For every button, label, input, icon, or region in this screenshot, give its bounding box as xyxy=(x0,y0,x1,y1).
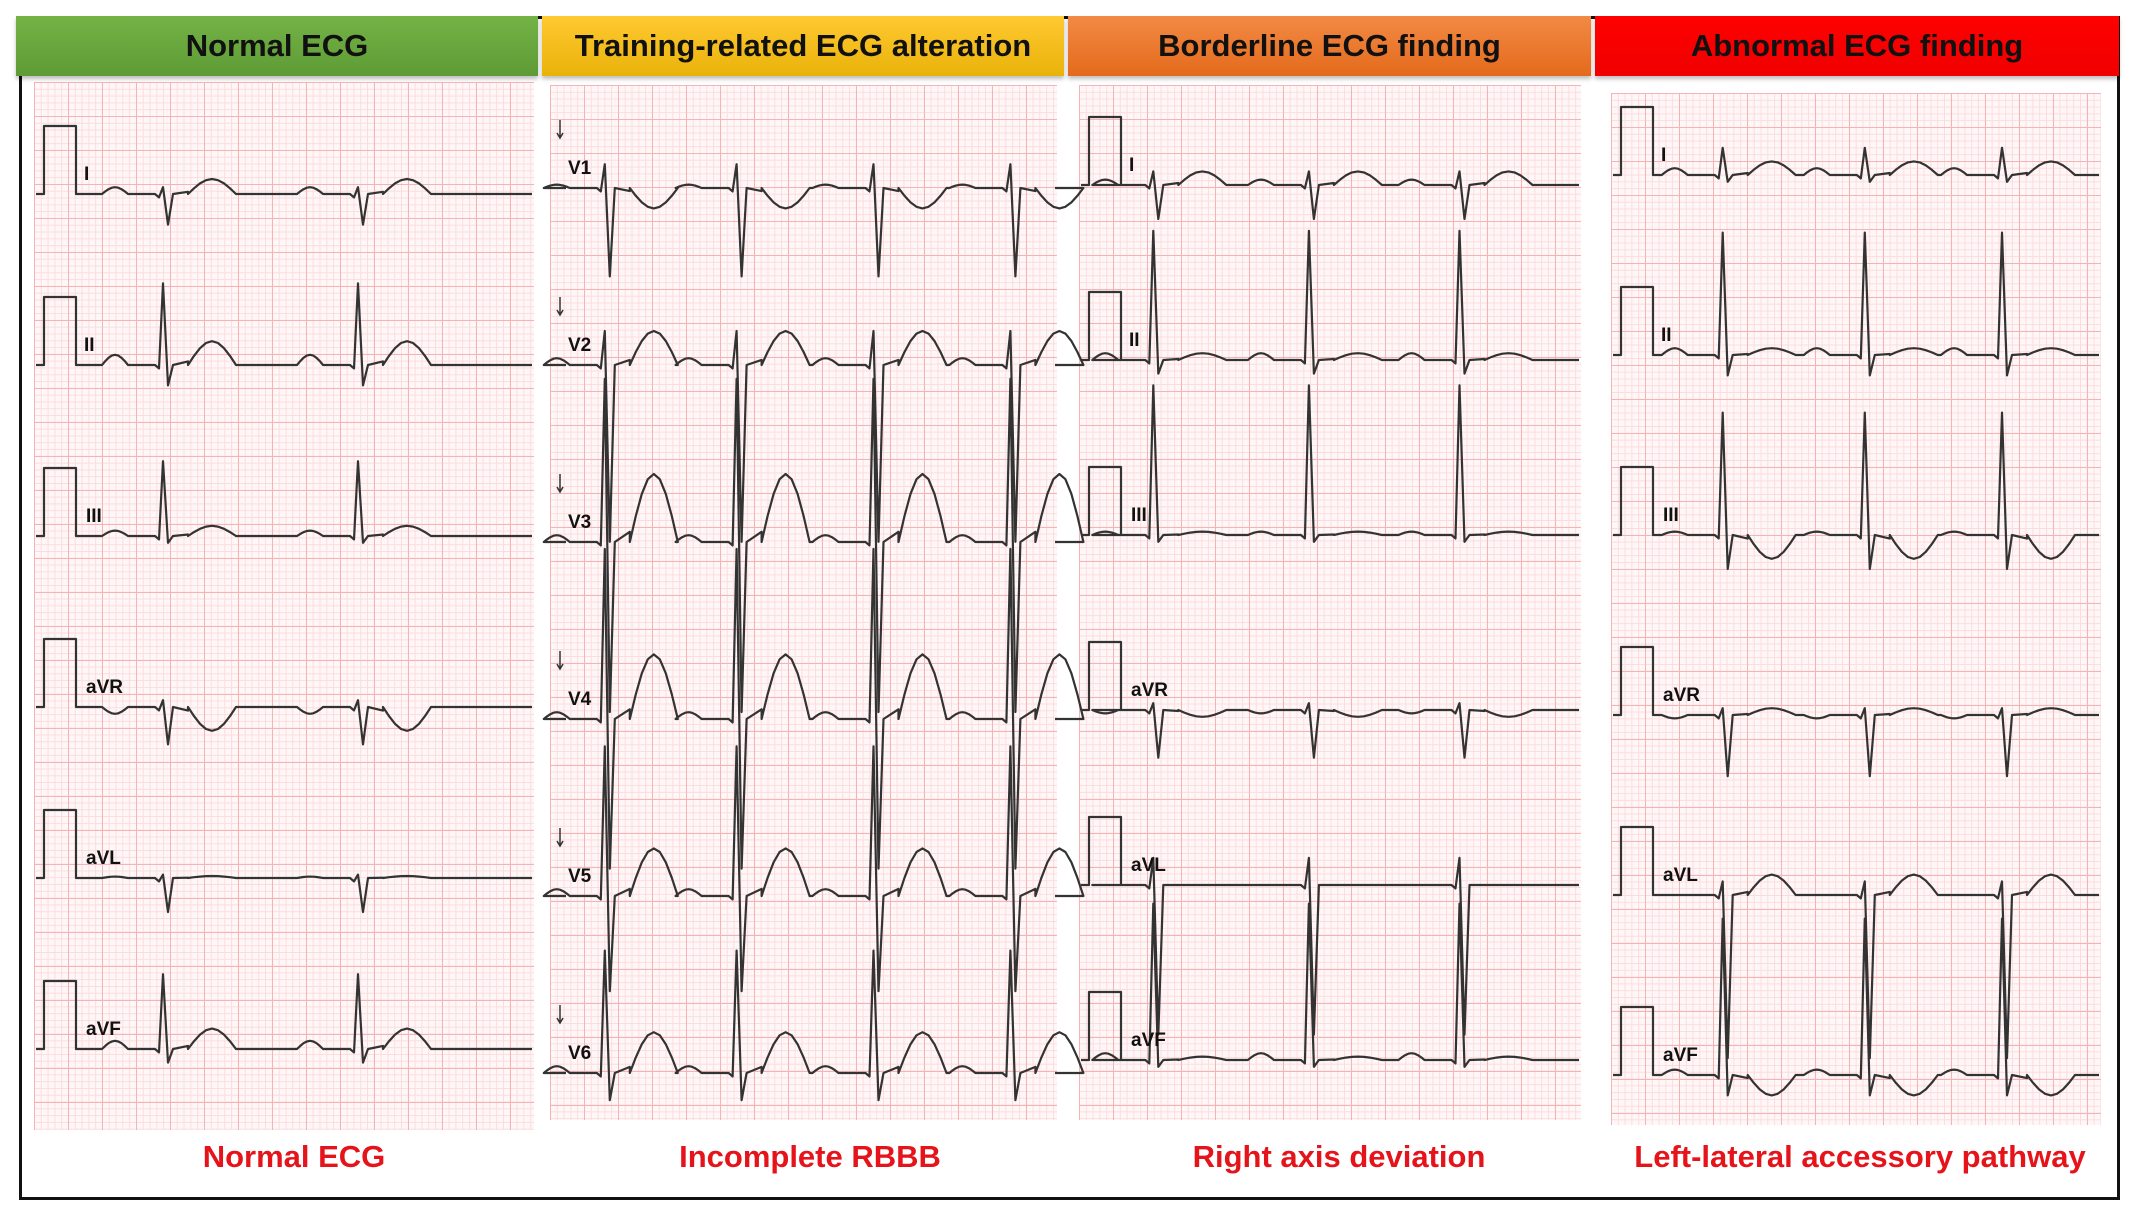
lead-label: I xyxy=(1661,145,1666,166)
lead-label: aVL xyxy=(1131,855,1166,876)
lead-label: III xyxy=(1663,505,1679,526)
ecg-trace-ii xyxy=(1613,231,2099,377)
lead-label: V1 xyxy=(568,158,592,179)
header-borderline: Borderline ECG finding xyxy=(1068,16,1591,76)
ecg-trace-v2 xyxy=(542,329,1085,543)
ecg-grid-training xyxy=(550,85,1057,1120)
lead-label: V4 xyxy=(568,689,592,710)
caption-right-axis-deviation: Right axis deviation xyxy=(1192,1139,1486,1174)
lead-label: III xyxy=(86,506,102,527)
lead-label: II xyxy=(1129,330,1140,351)
ecg-trace-v5 xyxy=(542,745,1085,993)
lead-label: V2 xyxy=(568,335,591,356)
lead-label: aVR xyxy=(86,677,123,698)
ecg-trace-avr xyxy=(1081,640,1579,759)
ecg-trace-avf xyxy=(36,973,532,1064)
lead-label: V6 xyxy=(568,1043,591,1064)
marker-arrow-icon xyxy=(556,828,564,848)
ecg-trace-ii xyxy=(36,282,532,387)
lead-label: I xyxy=(1129,155,1134,176)
ecg-trace-v4 xyxy=(542,547,1085,870)
caption-incomplete-rbbb: Incomplete RBBB xyxy=(679,1139,941,1174)
lead-label: III xyxy=(1131,505,1147,526)
header-abnormal: Abnormal ECG finding xyxy=(1595,16,2119,76)
lead-label: aVL xyxy=(86,848,121,869)
ecg-trace-avl xyxy=(1613,825,2099,1060)
marker-arrow-icon xyxy=(556,474,564,494)
ecg-trace-ii xyxy=(1081,229,1579,375)
ecg-trace-avl xyxy=(36,808,532,914)
ecg-trace-avl xyxy=(1081,815,1579,1036)
lead-label: aVR xyxy=(1663,685,1700,706)
ecg-trace-i xyxy=(36,124,532,226)
lead-label: aVF xyxy=(86,1019,121,1040)
ecg-trace-v6 xyxy=(542,949,1085,1102)
ecg-trace-i xyxy=(1081,115,1579,221)
lead-label: aVL xyxy=(1663,865,1698,886)
ecg-trace-avr xyxy=(1613,645,2099,778)
ecg-trace-iii xyxy=(1613,411,2099,571)
lead-label: aVF xyxy=(1131,1030,1166,1051)
lead-label: aVR xyxy=(1131,680,1168,701)
ecg-trace-i xyxy=(1613,105,2099,183)
ecg-grid-normal xyxy=(34,82,534,1130)
ecg-trace-v3 xyxy=(542,377,1085,714)
marker-arrow-icon xyxy=(556,120,564,140)
header-normal-ecg: Normal ECG xyxy=(16,16,538,76)
lead-label: aVF xyxy=(1663,1045,1698,1066)
ecg-trace-avf xyxy=(1081,902,1579,1068)
ecg-trace-v1 xyxy=(542,163,1085,278)
lead-label: I xyxy=(84,164,89,185)
ecg-grid-abnormal xyxy=(1611,93,2101,1125)
ecg-trace-avf xyxy=(1613,917,2099,1097)
ecg-trace-iii xyxy=(1081,384,1579,543)
lead-label: V5 xyxy=(568,866,592,887)
marker-arrow-icon xyxy=(556,297,564,317)
caption-accessory-pathway: Left-lateral accessory pathway xyxy=(1634,1139,2086,1174)
ecg-trace-avr xyxy=(36,637,532,746)
lead-label: II xyxy=(1661,325,1672,346)
lead-label: V3 xyxy=(568,512,591,533)
caption-normal-ecg: Normal ECG xyxy=(202,1139,386,1174)
lead-label: II xyxy=(84,335,95,356)
ecg-grid-borderline xyxy=(1079,85,1581,1120)
marker-arrow-icon xyxy=(556,1005,564,1025)
ecg-trace-iii xyxy=(36,460,532,544)
header-training-related: Training-related ECG alteration xyxy=(542,16,1064,76)
marker-arrow-icon xyxy=(556,651,564,671)
